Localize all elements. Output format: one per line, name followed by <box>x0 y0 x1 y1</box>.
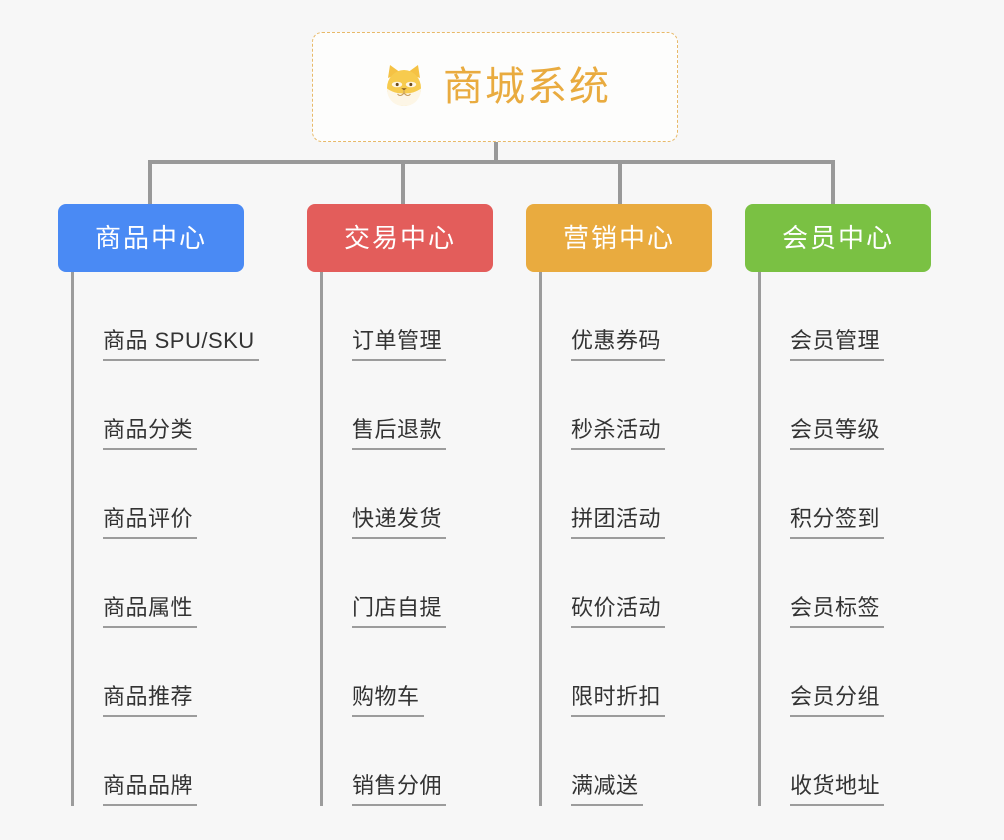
branch-column-1: 商品中心 商品 SPU/SKU 商品分类 商品评价 商品属性 商品推荐 商品品牌 <box>58 204 259 806</box>
list-item[interactable]: 积分签到 <box>745 450 931 539</box>
list-item[interactable]: 会员分组 <box>745 628 931 717</box>
list-item[interactable]: 会员标签 <box>745 539 931 628</box>
root-node[interactable]: 商城系统 <box>312 32 678 142</box>
item-label: 售后退款 <box>352 416 443 442</box>
connector-drop-4 <box>831 160 835 206</box>
branch-column-2: 交易中心 订单管理 售后退款 快递发货 门店自提 购物车 销售分佣 <box>307 204 493 806</box>
item-label: 会员管理 <box>790 327 881 353</box>
root-node-content: 商城系统 <box>379 62 611 112</box>
item-label: 限时折扣 <box>571 683 662 709</box>
list-item[interactable]: 拼团活动 <box>526 450 712 539</box>
item-label: 优惠券码 <box>571 327 662 353</box>
item-label: 商品推荐 <box>103 683 194 709</box>
column-spine-3 <box>539 272 542 806</box>
category-label-4: 会员中心 <box>781 223 894 253</box>
item-label: 会员标签 <box>790 594 881 620</box>
list-item[interactable]: 商品品牌 <box>58 717 244 806</box>
list-item[interactable]: 快递发货 <box>307 450 493 539</box>
column-spine-4 <box>758 272 761 806</box>
list-item[interactable]: 订单管理 <box>307 272 493 361</box>
item-label: 砍价活动 <box>571 594 662 620</box>
category-header-4[interactable]: 会员中心 <box>745 204 931 272</box>
item-label: 商品分类 <box>103 416 194 442</box>
branch-column-4: 会员中心 会员管理 会员等级 积分签到 会员标签 会员分组 收货地址 <box>745 204 931 806</box>
column-spine-1 <box>71 272 74 806</box>
column-spine-2 <box>320 272 323 806</box>
item-label: 满减送 <box>571 772 639 798</box>
item-label: 会员等级 <box>790 416 881 442</box>
category-header-2[interactable]: 交易中心 <box>307 204 493 272</box>
item-label: 快递发货 <box>352 505 443 531</box>
list-item[interactable]: 商品属性 <box>58 539 244 628</box>
item-label: 订单管理 <box>352 327 443 353</box>
item-list-1: 商品 SPU/SKU 商品分类 商品评价 商品属性 商品推荐 商品品牌 <box>58 272 259 806</box>
list-item[interactable]: 砍价活动 <box>526 539 712 628</box>
item-label: 收货地址 <box>790 772 881 798</box>
category-header-3[interactable]: 营销中心 <box>526 204 712 272</box>
item-label: 购物车 <box>352 683 420 709</box>
item-list-3: 优惠券码 秒杀活动 拼团活动 砍价活动 限时折扣 满减送 <box>526 272 712 806</box>
item-label: 销售分佣 <box>352 772 443 798</box>
list-item[interactable]: 商品推荐 <box>58 628 244 717</box>
list-item[interactable]: 商品分类 <box>58 361 244 450</box>
category-header-1[interactable]: 商品中心 <box>58 204 244 272</box>
list-item[interactable]: 满减送 <box>526 717 712 806</box>
category-label-2: 交易中心 <box>343 223 456 253</box>
list-item[interactable]: 收货地址 <box>745 717 931 806</box>
list-item[interactable]: 购物车 <box>307 628 493 717</box>
list-item[interactable]: 售后退款 <box>307 361 493 450</box>
item-list-2: 订单管理 售后退款 快递发货 门店自提 购物车 销售分佣 <box>307 272 493 806</box>
item-label: 拼团活动 <box>571 505 662 531</box>
item-label: 会员分组 <box>790 683 881 709</box>
item-label: 商品品牌 <box>103 772 194 798</box>
list-item[interactable]: 会员管理 <box>745 272 931 361</box>
list-item[interactable]: 门店自提 <box>307 539 493 628</box>
connector-drop-3 <box>618 160 622 206</box>
list-item[interactable]: 商品 SPU/SKU <box>58 272 259 361</box>
list-item[interactable]: 秒杀活动 <box>526 361 712 450</box>
category-label-3: 营销中心 <box>562 223 675 253</box>
connector-drop-1 <box>148 160 152 206</box>
list-item[interactable]: 销售分佣 <box>307 717 493 806</box>
shiba-dog-icon <box>379 62 429 112</box>
category-label-1: 商品中心 <box>94 223 207 253</box>
item-label: 商品评价 <box>103 505 194 531</box>
item-label: 秒杀活动 <box>571 416 662 442</box>
item-list-4: 会员管理 会员等级 积分签到 会员标签 会员分组 收货地址 <box>745 272 931 806</box>
item-label: 门店自提 <box>352 594 443 620</box>
list-item[interactable]: 优惠券码 <box>526 272 712 361</box>
list-item[interactable]: 会员等级 <box>745 361 931 450</box>
branch-column-3: 营销中心 优惠券码 秒杀活动 拼团活动 砍价活动 限时折扣 满减送 <box>526 204 712 806</box>
item-label: 商品 SPU/SKU <box>103 327 255 353</box>
root-title: 商城系统 <box>443 65 611 109</box>
list-item[interactable]: 商品评价 <box>58 450 244 539</box>
connector-bus <box>150 160 834 164</box>
item-label: 积分签到 <box>790 505 881 531</box>
list-item[interactable]: 限时折扣 <box>526 628 712 717</box>
connector-drop-2 <box>401 160 405 206</box>
item-label: 商品属性 <box>103 594 194 620</box>
connector-stem <box>494 142 498 164</box>
